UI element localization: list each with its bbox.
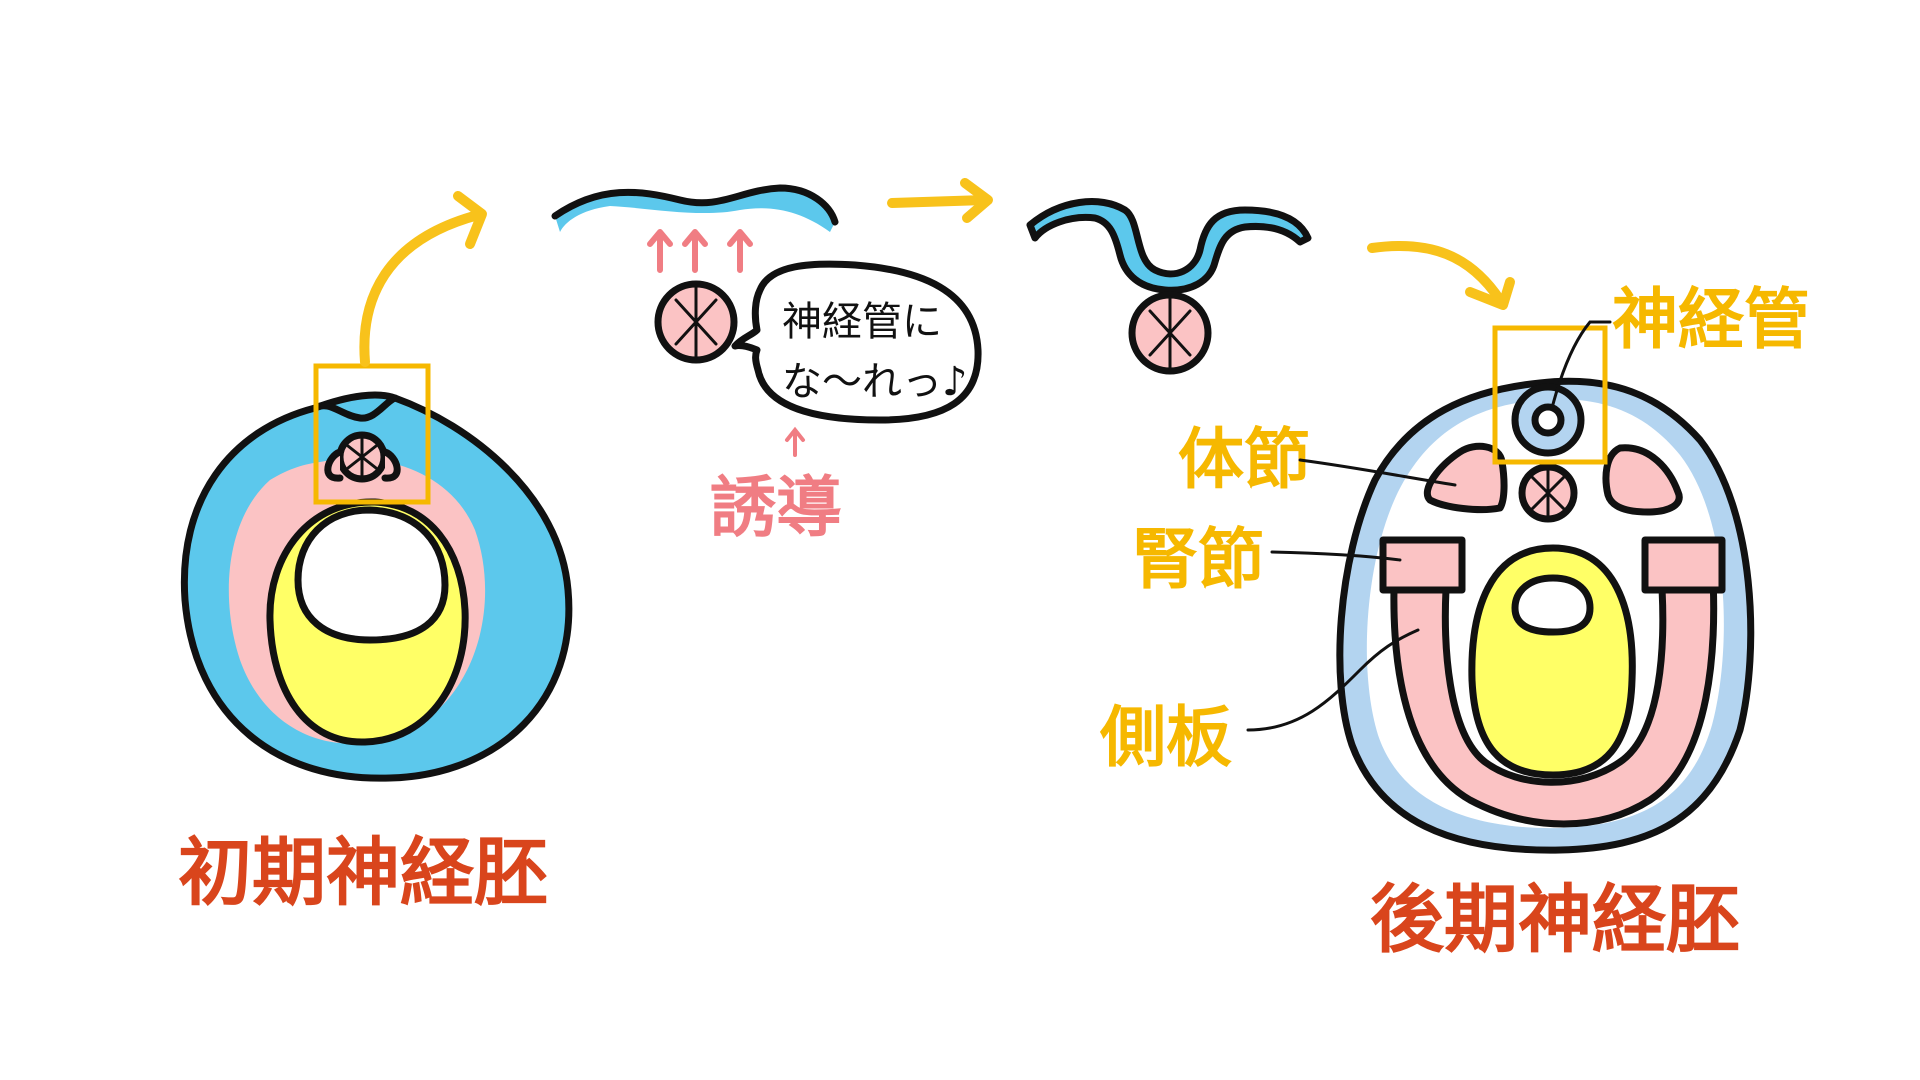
late-lateral-plate bbox=[1393, 560, 1714, 824]
late-nephrotome-left bbox=[1379, 536, 1466, 594]
somite-leader bbox=[1298, 458, 1457, 487]
late-neurula-cross-section bbox=[1336, 325, 1755, 854]
speech-bubble: 神経管に な～れっ♪ bbox=[731, 260, 982, 424]
induction-up-arrow bbox=[785, 426, 805, 457]
nephrotome-label: 腎節 bbox=[1132, 521, 1264, 598]
archenteron bbox=[294, 506, 449, 644]
late-lateral-plate-outline-outer bbox=[1390, 556, 1718, 828]
nephrotome-leader bbox=[1270, 550, 1402, 562]
neural-plate-stage bbox=[551, 184, 839, 364]
neural-tube-label: 神経管 bbox=[1612, 281, 1810, 358]
neural-groove-stage bbox=[1026, 198, 1312, 375]
early-neurula-label: 初期神経胚 bbox=[178, 830, 548, 916]
progress-arrow-3-head bbox=[1465, 277, 1515, 310]
progress-arrow-1-head bbox=[453, 191, 487, 249]
late-lateral-plate-outline-inner bbox=[1441, 556, 1667, 786]
induction-arrows bbox=[647, 229, 753, 273]
early-highlight-box bbox=[313, 363, 431, 505]
late-notochord-marks bbox=[1530, 465, 1566, 521]
groove-ectoderm bbox=[1026, 198, 1312, 294]
neural-tube-leader bbox=[1550, 320, 1612, 410]
speech-bubble-line2: な～れっ♪ bbox=[782, 359, 968, 405]
somite-bump-left bbox=[324, 448, 344, 482]
plate-outline bbox=[551, 184, 839, 226]
lateral-plate-leader bbox=[1246, 628, 1420, 732]
late-somite-right bbox=[1602, 444, 1683, 516]
neural-groove bbox=[311, 394, 399, 422]
speech-bubble-line1: 神経管に bbox=[782, 299, 942, 345]
late-neural-canal bbox=[1531, 403, 1565, 437]
lateral-plate-label: 側板 bbox=[1099, 699, 1232, 776]
speech-bubble-outline bbox=[731, 260, 982, 424]
late-archenteron bbox=[1511, 574, 1594, 636]
early-neurula-cross-section bbox=[180, 363, 573, 782]
somite-bump-right bbox=[381, 448, 401, 482]
somite-label: 体節 bbox=[1178, 421, 1310, 498]
late-neurula-label: 後期神経胚 bbox=[1370, 877, 1740, 963]
plate-ectoderm bbox=[555, 188, 835, 232]
progress-arrow-1 bbox=[359, 210, 483, 367]
progress-arrow-2 bbox=[887, 195, 990, 208]
progress-arrow-2-head bbox=[960, 178, 993, 223]
progress-arrow-3 bbox=[1367, 240, 1505, 305]
late-nephrotome-right bbox=[1641, 536, 1726, 594]
inducing-notochord-marks bbox=[674, 284, 718, 360]
late-highlight-box bbox=[1492, 325, 1608, 465]
induction-label: 誘導 bbox=[710, 469, 842, 546]
notochord-marks bbox=[346, 434, 378, 480]
groove-notochord-marks bbox=[1148, 295, 1192, 371]
